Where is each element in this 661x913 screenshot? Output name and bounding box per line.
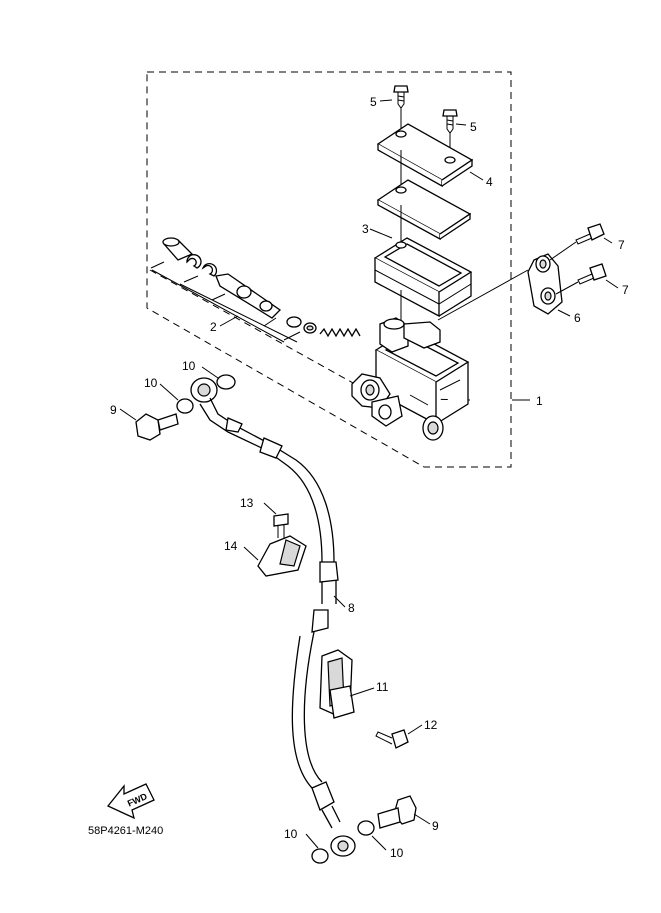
bolt-7a [575, 223, 605, 245]
bolt-12 [375, 729, 409, 749]
fwd-arrow-icon: FWD [106, 783, 155, 820]
diaphragm-plate [376, 179, 472, 241]
gasket-10b [216, 374, 236, 390]
gasket-10d [311, 848, 329, 864]
drawing-code: 58P4261-M240 [88, 825, 163, 837]
diaphragm [373, 237, 473, 318]
hose-guide [319, 649, 355, 719]
gasket-10a [176, 398, 194, 414]
union-bolt-9b [377, 795, 417, 829]
callout-7b: 7 [622, 283, 629, 297]
callout-10c: 10 [284, 827, 298, 841]
callout-4: 4 [486, 175, 493, 189]
callout-12: 12 [424, 718, 438, 732]
screw-5a [393, 85, 409, 109]
callout-9b: 9 [432, 819, 439, 833]
reservoir-cap [376, 123, 474, 188]
callout-14: 14 [224, 539, 238, 553]
callout-13: 13 [240, 496, 254, 510]
callout-5b: 5 [470, 120, 477, 134]
callout-1: 1 [536, 394, 543, 408]
brake-hose [190, 377, 356, 857]
piston-kit [162, 237, 361, 338]
bolt-7b [577, 263, 607, 285]
assembly-boundary [146, 71, 512, 468]
callout-11: 11 [376, 680, 389, 694]
holder-clamp [527, 253, 563, 315]
screw-5b [442, 109, 458, 134]
callout-8: 8 [348, 601, 355, 615]
callout-3: 3 [362, 222, 369, 236]
callout-9a: 9 [110, 403, 117, 417]
callout-5a: 5 [370, 95, 377, 109]
gasket-10c [357, 820, 375, 836]
callout-6: 6 [574, 311, 581, 325]
callout-7a: 7 [618, 238, 625, 252]
callout-10a: 10 [182, 359, 196, 373]
callout-10d: 10 [390, 846, 404, 860]
union-bolt-9a [135, 413, 179, 441]
hose-holder [257, 535, 307, 577]
bolt-13 [273, 513, 289, 538]
master-cylinder-body [351, 317, 470, 441]
kit-boundary [149, 269, 471, 401]
callout-10b: 10 [144, 376, 158, 390]
callout-2: 2 [210, 320, 217, 334]
